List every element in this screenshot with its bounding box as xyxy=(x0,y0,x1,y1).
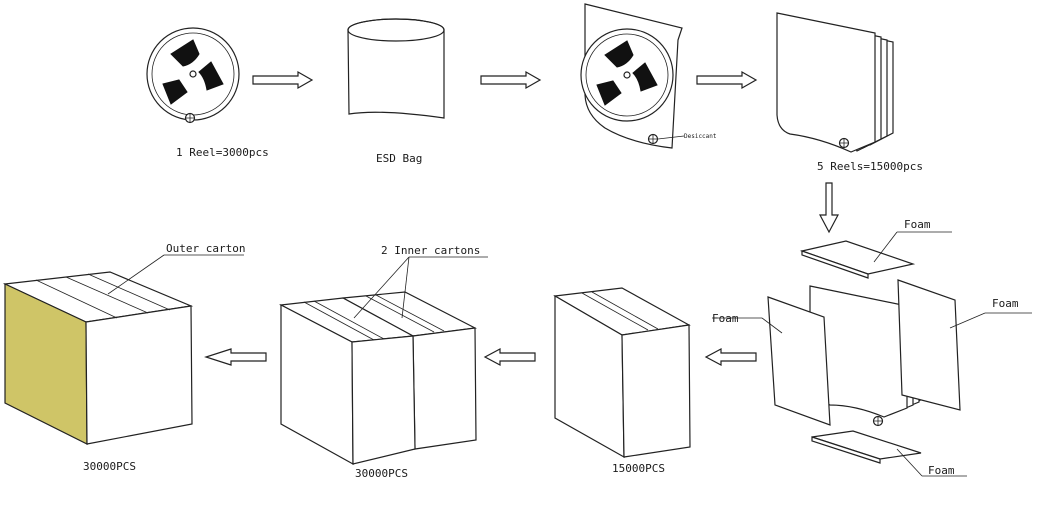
hollow-arrow-icon xyxy=(204,348,267,366)
five-reels-label: 5 Reels=15000pcs xyxy=(817,160,923,173)
five-reels-stack-icon xyxy=(776,12,894,153)
two-inner-cartons-qty: 30000PCS xyxy=(355,467,408,480)
hollow-arrow-icon xyxy=(483,348,536,366)
foam-assembly-icon xyxy=(712,231,1032,477)
two-inner-cartons-icon xyxy=(278,291,477,466)
foam-bottom-label: Foam xyxy=(928,464,955,477)
inner-carton-icon xyxy=(553,287,691,459)
desiccant-label: Desiccant xyxy=(684,133,717,140)
inner-carton-qty: 15000PCS xyxy=(612,462,665,475)
outer-carton-qty: 30000PCS xyxy=(83,460,136,473)
foam-right-label: Foam xyxy=(992,297,1019,310)
reel-label: 1 Reel=3000pcs xyxy=(176,146,269,159)
foam-top-label: Foam xyxy=(904,218,931,231)
esd-bag-icon xyxy=(347,18,445,119)
reel-icon xyxy=(146,27,240,124)
hollow-arrow-icon xyxy=(704,348,757,366)
hollow-arrow-icon xyxy=(480,70,542,90)
two-inner-cartons-label: 2 Inner cartons xyxy=(381,244,480,257)
esd-bag-label: ESD Bag xyxy=(376,152,422,165)
bagged-reel-icon xyxy=(580,3,685,149)
hollow-arrow-icon xyxy=(696,70,758,90)
outer-carton-icon xyxy=(2,271,194,445)
foam-left-label: Foam xyxy=(712,312,739,325)
hollow-arrow-icon xyxy=(252,70,314,90)
outer-carton-label: Outer carton xyxy=(166,242,245,255)
hollow-arrow-icon xyxy=(819,182,839,234)
